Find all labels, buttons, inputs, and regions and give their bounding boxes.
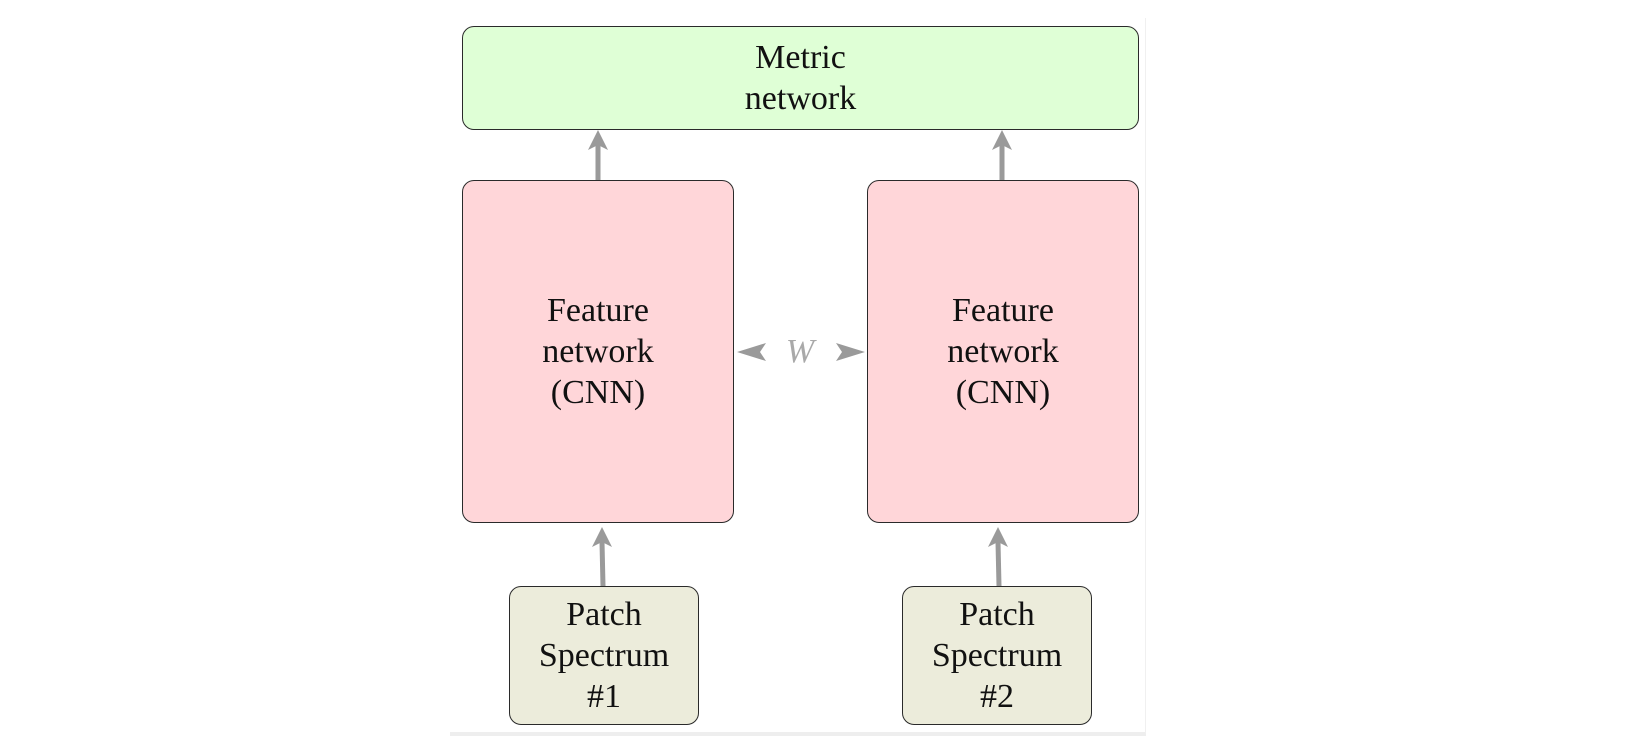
metric-network-label: Metric network — [744, 39, 857, 117]
feature-network-left-label: Feature network (CNN) — [542, 292, 654, 411]
patch-spectrum-1-label: Patch Spectrum #1 — [538, 596, 670, 715]
metric-network-node: Metric network — [462, 26, 1139, 130]
patch-spectrum-1-node: Patch Spectrum #1 — [509, 586, 699, 725]
feature-network-right-node: Feature network (CNN) — [867, 180, 1139, 523]
patch-spectrum-2-node: Patch Spectrum #2 — [902, 586, 1092, 725]
shared-weights-label: W — [785, 333, 815, 370]
feature-network-right-label: Feature network (CNN) — [947, 292, 1059, 411]
feature-network-left-node: Feature network (CNN) — [462, 180, 734, 523]
patch-spectrum-2-label: Patch Spectrum #2 — [931, 596, 1063, 715]
